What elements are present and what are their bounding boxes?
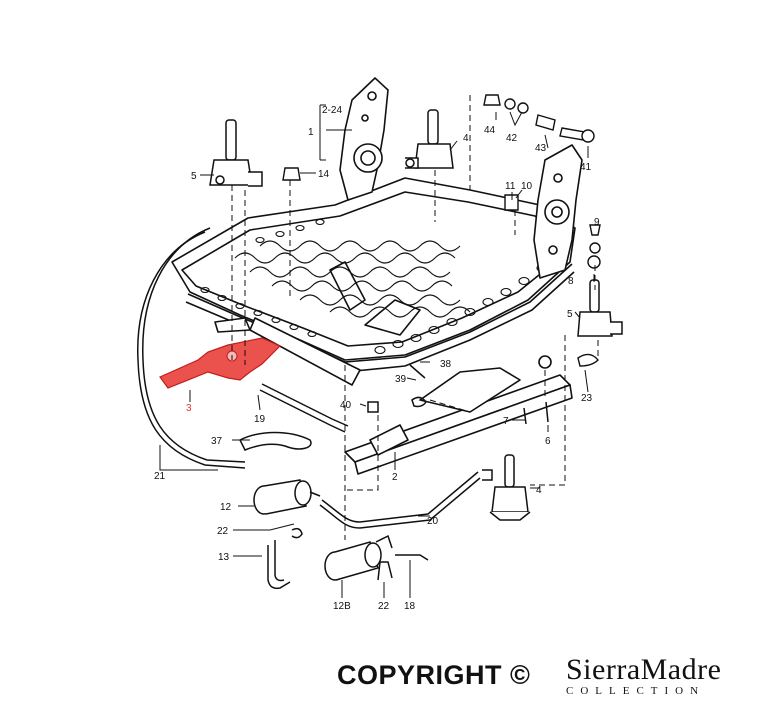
dashed-reference-lines — [231, 95, 599, 540]
motor-mount-4-upper — [405, 109, 454, 169]
label-14: 14 — [318, 169, 330, 180]
copyright-notice: COPYRIGHT © — [337, 660, 531, 690]
label-39: 39 — [395, 374, 407, 385]
label-5-left: 5 — [191, 171, 197, 182]
label-43: 43 — [535, 143, 547, 154]
label-41: 41 — [580, 162, 592, 173]
seat-rail — [214, 317, 573, 475]
label-12b: 12B — [333, 601, 351, 612]
brand-logo-subtext: COLLECTION — [566, 685, 706, 697]
hinge-bracket-left — [339, 77, 389, 201]
label-18: 18 — [404, 601, 416, 612]
label-22-bottom: 22 — [378, 601, 390, 612]
label-4-lower: 4 — [536, 485, 542, 496]
brand-logo-text: SierraMadre — [566, 653, 722, 686]
label-42: 42 — [506, 133, 518, 144]
label-5-right: 5 — [567, 309, 573, 320]
label-2: 2 — [392, 472, 398, 483]
label-40: 40 — [340, 400, 352, 411]
label-4-upper: 4 — [463, 133, 469, 144]
label-38: 38 — [440, 359, 452, 370]
label-2-24: 2-24 — [322, 105, 342, 116]
motor-12 — [253, 479, 321, 515]
cables — [137, 227, 481, 561]
label-10: 10 — [521, 181, 533, 192]
label-20: 20 — [427, 516, 439, 527]
label-21: 21 — [154, 471, 166, 482]
motor-12b — [324, 534, 393, 581]
part-3-shape — [159, 337, 282, 389]
label-23: 23 — [581, 393, 593, 404]
label-19: 19 — [254, 414, 266, 425]
motor-mount-4-lower — [482, 454, 531, 521]
label-9: 9 — [594, 217, 600, 228]
label-6: 6 — [545, 436, 551, 447]
callout-labels: 1 2-24 4 5 14 44 42 43 41 11 10 8 5 38 3… — [154, 105, 600, 612]
hinge-bracket-right — [533, 144, 583, 279]
label-22-left: 22 — [217, 526, 229, 537]
motor-mount-5-right — [577, 279, 623, 337]
label-37: 37 — [211, 436, 223, 447]
highlighted-part-3 — [159, 337, 282, 389]
label-44: 44 — [484, 125, 496, 136]
label-11: 11 — [505, 181, 516, 192]
label-7: 7 — [503, 416, 509, 427]
label-3: 3 — [186, 403, 192, 414]
motor-mount-5-left — [209, 119, 263, 187]
leader-lines — [159, 104, 595, 598]
label-8: 8 — [568, 276, 574, 287]
hardware-top-right — [282, 94, 601, 367]
label-13: 13 — [218, 552, 230, 563]
seat-frame — [171, 177, 576, 373]
label-12: 12 — [220, 502, 232, 513]
label-1: 1 — [308, 127, 314, 138]
clips-lower-left — [238, 364, 549, 590]
